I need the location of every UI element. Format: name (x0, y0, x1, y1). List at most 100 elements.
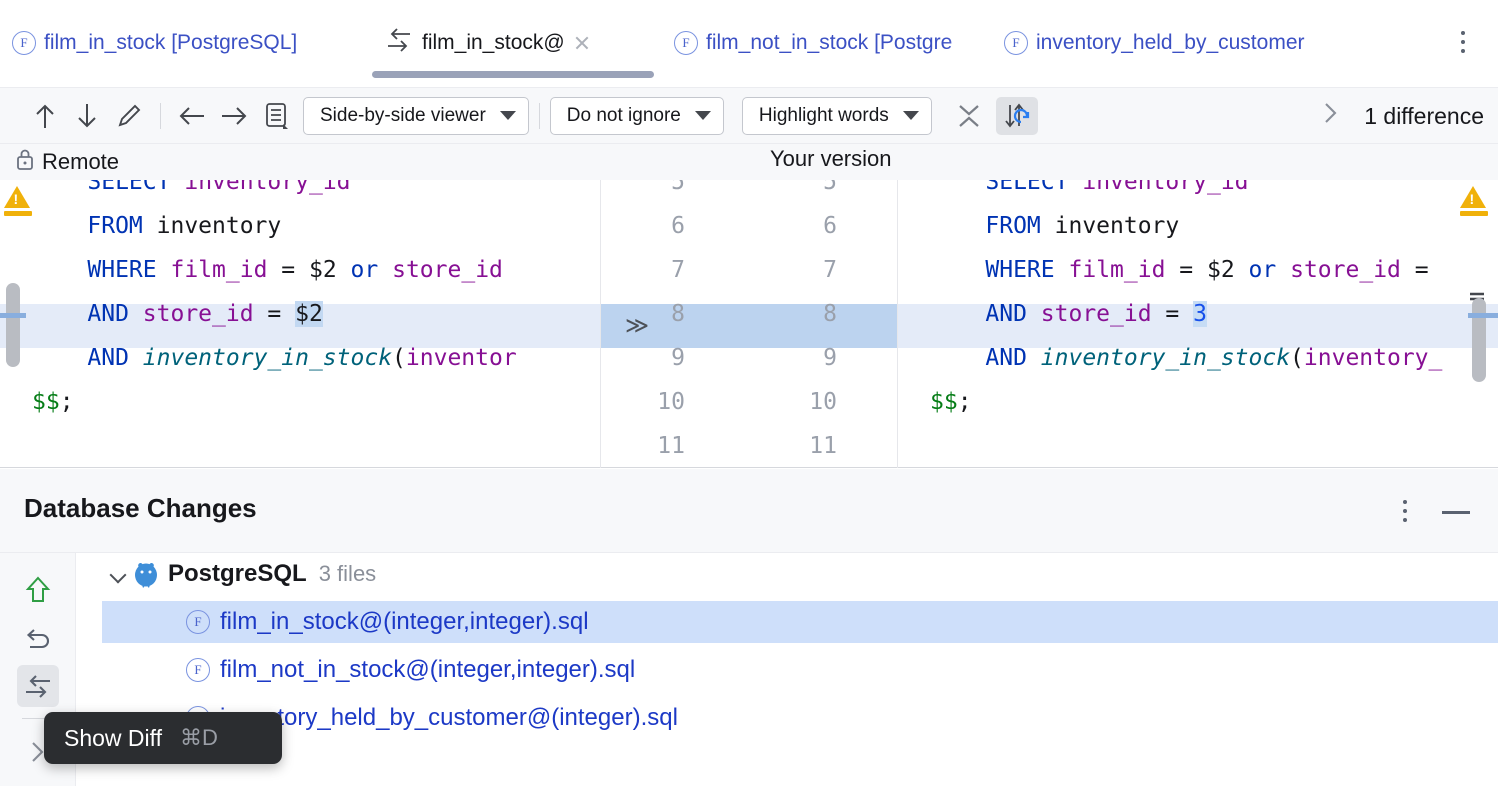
tab-film-not-in-stock-postgresql[interactable]: F film_not_in_stock [Postgre (662, 0, 992, 86)
code-line: FROM inventory (930, 204, 1179, 248)
line-number: 9 (823, 345, 837, 371)
code-token: ( (392, 345, 406, 371)
diff-content: SELECT inventory_id FROM inventory WHERE… (0, 180, 1498, 468)
diff-toolbar: Side-by-side viewer Do not ignore Highli… (0, 88, 1498, 144)
code-token: = (1151, 301, 1194, 327)
left-pane-header: Remote (14, 146, 119, 178)
revert-button[interactable] (17, 620, 59, 662)
code-token: $2 (295, 301, 323, 327)
annotate-button[interactable] (255, 97, 297, 135)
code-token: = (267, 257, 309, 283)
code-token (930, 257, 985, 283)
code-token: = (253, 301, 296, 327)
toolbar-divider (160, 102, 161, 129)
tab-list-options-icon[interactable] (1450, 28, 1476, 58)
line-number: 11 (809, 433, 837, 459)
code-token (930, 180, 985, 195)
chevron-down-icon (902, 111, 919, 120)
right-change-marker[interactable] (1468, 313, 1498, 318)
code-token: $2 (1206, 257, 1235, 283)
left-change-marker[interactable] (0, 313, 26, 318)
list-item-film-in-stock[interactable]: F film_in_stock@(integer,integer).sql (102, 601, 1498, 643)
collapse-unchanged-button[interactable] (948, 97, 990, 135)
tab-film-in-stock-diff[interactable]: film_in_stock@ (372, 0, 662, 86)
pane-titles: Remote Your version (0, 144, 1498, 180)
code-token: inventory_in_stock (1040, 345, 1291, 371)
line-number: 10 (657, 389, 685, 415)
line-number: 5 (671, 180, 685, 195)
submit-changes-button[interactable] (17, 569, 59, 611)
arrow-up-icon (36, 104, 54, 128)
code-token: inventor (405, 345, 517, 371)
expand-panel-chevron-right-icon[interactable] (1320, 100, 1342, 132)
chevron-down-icon (694, 111, 711, 120)
code-token: store_id (1290, 257, 1401, 283)
tab-inventory-held-by-customer[interactable]: F inventory_held_by_customer (992, 0, 1372, 86)
group-file-count: 3 files (318, 561, 377, 586)
accept-left-button[interactable] (171, 97, 213, 135)
previous-difference-button[interactable] (24, 97, 66, 135)
code-token: film_id (1068, 257, 1166, 283)
warning-triangle-icon[interactable] (4, 186, 38, 216)
synchronize-scrolling-button[interactable] (995, 96, 1038, 135)
code-token: or (350, 257, 379, 283)
database-changes-panel: Database Changes (0, 469, 1498, 786)
list-item-film-not-in-stock[interactable]: F film_not_in_stock@(integer,integer).sq… (102, 649, 1498, 691)
close-icon[interactable] (573, 34, 591, 52)
highlight-mode-value: Highlight words (758, 104, 889, 126)
panel-options-icon[interactable] (1392, 497, 1418, 527)
highlight-mode-dropdown[interactable]: Highlight words (741, 96, 932, 135)
right-code-pane[interactable]: SELECT inventory_id FROM inventory WHERE… (898, 180, 1498, 468)
code-token (1027, 345, 1041, 371)
code-token (1027, 301, 1041, 327)
left-scrollbar-thumb[interactable] (6, 283, 20, 367)
changes-tree: PostgreSQL 3 files F film_in_stock@(inte… (76, 553, 1498, 786)
code-token: ; (59, 389, 74, 415)
code-token (1276, 257, 1290, 283)
right-scrollbar-thumb[interactable] (1472, 298, 1486, 382)
ignore-policy-dropdown[interactable]: Do not ignore (549, 96, 724, 135)
apply-change-marker[interactable]: ≫ (625, 313, 650, 339)
chevron-down-icon (499, 111, 516, 120)
arrow-right-icon (222, 106, 247, 125)
code-token: SELECT (87, 180, 171, 195)
list-item-inventory-held-by-customer[interactable]: F inventory_held_by_customer@(integer).s… (102, 697, 1498, 739)
arrow-left-icon (179, 106, 204, 125)
code-token: = (1400, 257, 1429, 283)
code-line: $$; (32, 380, 74, 424)
tooltip-label: Show Diff (64, 724, 163, 751)
show-diff-button[interactable] (17, 665, 59, 707)
tab-label: inventory_held_by_customer (1036, 31, 1305, 54)
code-token (930, 345, 985, 371)
viewer-mode-dropdown[interactable]: Side-by-side viewer (303, 96, 529, 135)
tab-label: film_in_stock [PostgreSQL] (44, 31, 298, 54)
code-token (32, 180, 87, 195)
chevron-down-icon[interactable] (104, 560, 132, 588)
postgresql-icon (132, 560, 160, 588)
tab-label: film_in_stock@ (422, 31, 565, 54)
code-token: inventory_ (1303, 345, 1443, 371)
panel-title: Database Changes (24, 493, 257, 523)
active-tab-indicator (372, 71, 654, 78)
edit-source-button[interactable] (108, 97, 150, 135)
accept-right-button[interactable] (213, 97, 255, 135)
warning-triangle-icon[interactable] (1460, 186, 1494, 216)
next-difference-button[interactable] (66, 97, 108, 135)
code-token: $$ (32, 389, 60, 415)
code-token: = (1165, 257, 1207, 283)
function-file-icon: F (674, 31, 698, 55)
code-token (1055, 257, 1069, 283)
right-pane-title: Your version (770, 146, 892, 171)
tab-label: film_not_in_stock [Postgre (706, 31, 953, 54)
tab-film-in-stock-postgresql[interactable]: F film_in_stock [PostgreSQL] (0, 0, 372, 86)
left-code-pane[interactable]: SELECT inventory_id FROM inventory WHERE… (0, 180, 600, 468)
code-token (930, 301, 985, 327)
tree-group-postgresql[interactable]: PostgreSQL 3 files (76, 553, 1498, 595)
expand-button[interactable] (17, 731, 59, 773)
minimize-icon[interactable] (1442, 511, 1470, 514)
code-token (32, 345, 87, 371)
line-number: 5 (823, 180, 837, 195)
ignore-policy-value: Do not ignore (566, 104, 681, 126)
code-token: inventory (1040, 213, 1180, 239)
